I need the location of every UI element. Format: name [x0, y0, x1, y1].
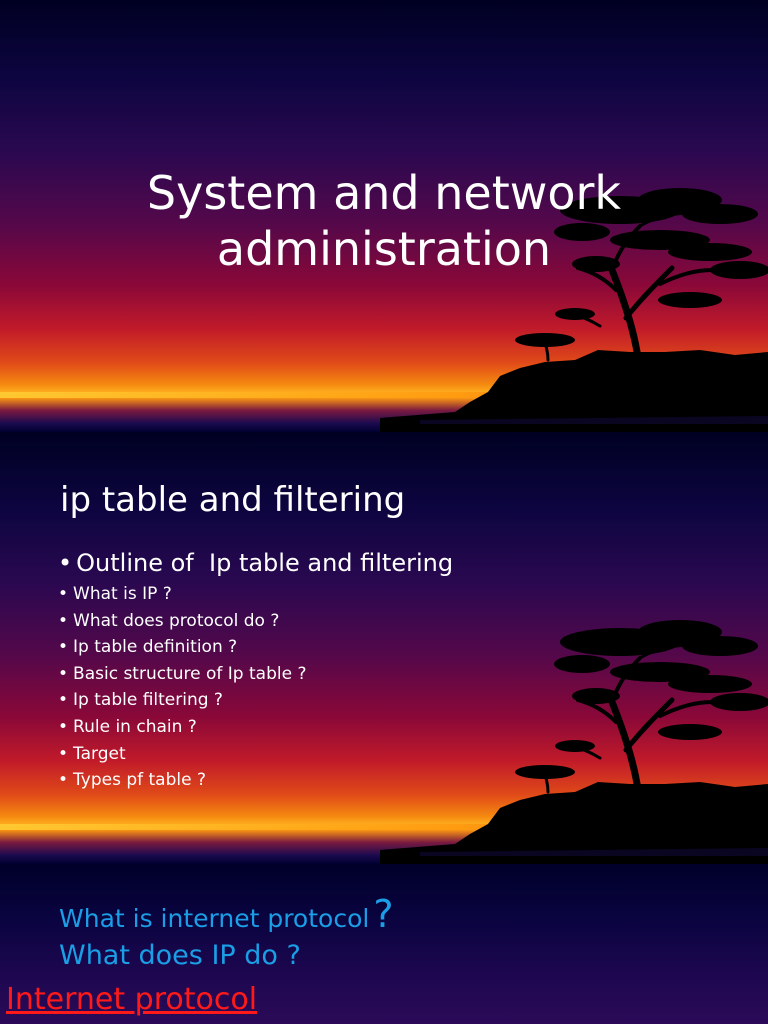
island-tree-silhouette [380, 620, 768, 864]
island-tree-silhouette [380, 188, 768, 432]
internet-protocol-link[interactable]: Internet protocol [6, 982, 258, 1017]
outline-heading: • Outline of Ip table and filtering [58, 548, 453, 578]
bullet-icon: • [58, 743, 69, 764]
question-mark: ? [373, 892, 394, 936]
slide-2 [0, 432, 768, 864]
list-item: •Basic structure of Ip table ? [58, 663, 307, 684]
horizon-glow [0, 392, 768, 398]
question-internet-protocol: What is internet protocol? [59, 892, 394, 936]
list-item: •Ip table definition ? [58, 637, 238, 658]
list-item: •Target [58, 743, 126, 764]
list-item: •Types pf table ? [58, 770, 207, 791]
bullet-icon: • [58, 549, 73, 577]
slide-1-title-line: System and network [146, 166, 622, 220]
list-item: •What is IP ? [58, 584, 172, 604]
bullet-icon: • [58, 690, 69, 711]
list-item: •What does protocol do ? [58, 610, 280, 631]
slide-3 [0, 864, 768, 1024]
bullet-icon: • [58, 637, 69, 658]
slide-2-title: ip table and filtering [60, 480, 406, 520]
outline-heading-text: Outline of Ip table and filtering [76, 549, 454, 577]
bullet-icon: • [58, 770, 69, 791]
question-what-ip-does: What does IP do ? [59, 940, 301, 971]
horizon-glow [0, 824, 768, 830]
slide-1-title-line: administration [216, 222, 552, 276]
slide-3-background [0, 864, 768, 1024]
bullet-icon: • [58, 716, 69, 737]
list-item: •Rule in chain ? [58, 716, 197, 737]
list-item: •Ip table filtering ? [58, 690, 223, 711]
outline-list: •What is IP ? •What does protocol do ? •… [58, 581, 306, 794]
bullet-icon: • [58, 663, 69, 684]
bullet-icon: • [58, 610, 69, 631]
bullet-icon: • [58, 584, 69, 604]
